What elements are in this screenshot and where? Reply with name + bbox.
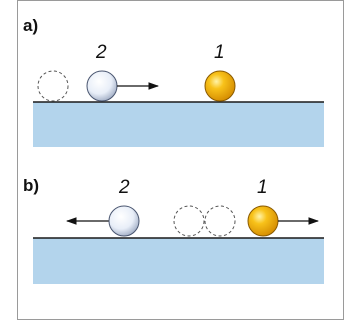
- gold-sphere-icon: [247, 205, 279, 237]
- white-sphere-icon: [86, 70, 118, 102]
- panel-a: a) 2 1: [23, 16, 324, 147]
- ghost-ball-a: [37, 70, 69, 102]
- ball-1-number-a: 1: [214, 42, 225, 63]
- ghost-ball-b1: [173, 205, 205, 237]
- panel-a-label: a): [23, 16, 38, 35]
- water-a: [33, 102, 324, 147]
- ghost-ball-b2: [204, 205, 236, 237]
- ball-2-number-b: 2: [118, 177, 130, 198]
- gold-sphere-icon: [204, 70, 236, 102]
- water-b: [33, 238, 324, 284]
- white-sphere-icon: [108, 205, 140, 237]
- ball-2-number-a: 2: [95, 42, 107, 63]
- panel-b: b) 2 1: [23, 176, 324, 284]
- panel-b-label: b): [23, 176, 39, 195]
- ball-1-number-b: 1: [257, 177, 268, 198]
